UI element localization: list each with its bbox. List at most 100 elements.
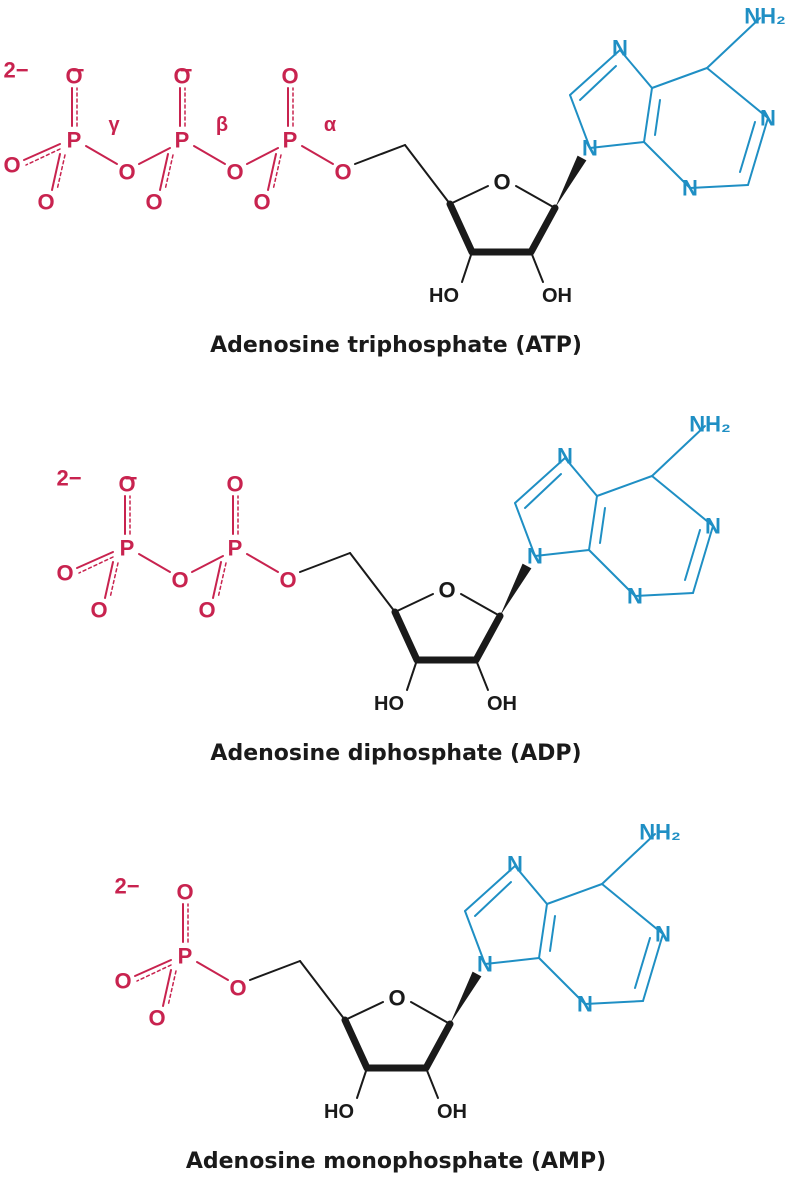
base-double-bond xyxy=(599,507,606,544)
phosphorus-label: P xyxy=(178,944,193,969)
base-bond xyxy=(706,67,769,119)
phosphate-bond xyxy=(301,145,334,165)
charge-label: 2− xyxy=(3,58,28,83)
base-bond xyxy=(747,117,769,186)
phosphate-oxygen-bottom: O xyxy=(145,190,162,215)
phosphate-bond xyxy=(212,561,222,599)
hydroxyl-bond xyxy=(461,251,473,283)
base-bond xyxy=(651,425,706,477)
sugar-bond xyxy=(460,593,501,617)
phosphorus-label: P xyxy=(228,536,243,561)
base-bond xyxy=(538,957,586,1005)
ester-bond xyxy=(249,960,301,981)
base-bond xyxy=(588,549,636,597)
bridging-oxygen-label: O xyxy=(229,976,246,1001)
atp-title: Adenosine triphosphate (ATP) xyxy=(210,333,582,358)
amp-title: Adenosine monophosphate (AMP) xyxy=(186,1149,606,1174)
bridging-oxygen-label: O xyxy=(279,568,296,593)
phosphate-oxygen-bottom: O xyxy=(148,1006,165,1031)
base-bond xyxy=(584,1000,644,1005)
sugar-bond xyxy=(394,593,434,613)
base-bond xyxy=(634,592,694,597)
amine-label: NH₂ xyxy=(744,4,786,29)
phosphate-oxygen-top: O xyxy=(173,64,190,89)
ring-oxygen-label: O xyxy=(438,578,455,603)
phosphate-partial-bond xyxy=(56,154,66,191)
base-bond xyxy=(601,883,664,935)
phosphate-partial-bond xyxy=(109,562,119,599)
phosphate-bond xyxy=(246,553,279,573)
phosphorus-label: P xyxy=(120,536,135,561)
base-double-bond xyxy=(654,99,661,136)
phosphate-partial-bond xyxy=(78,556,114,574)
base-bond xyxy=(538,903,548,959)
sugar-front-bonds xyxy=(446,200,559,256)
nitrogen-n1-label: N xyxy=(655,922,671,947)
hydroxyl-right-label: OH xyxy=(487,693,517,715)
glycosidic-wedge xyxy=(500,563,532,616)
bridging-oxygen-label: O xyxy=(171,568,188,593)
base-bond xyxy=(596,475,653,497)
base-bond xyxy=(601,833,656,885)
nitrogen-n3-label: N xyxy=(627,584,643,609)
sugar-bond xyxy=(515,185,556,209)
phosphate-partial-bond xyxy=(25,148,61,166)
phosphate-bond xyxy=(76,551,114,569)
phosphate-greek-label: α xyxy=(324,114,337,136)
glycosidic-wedge xyxy=(555,155,587,208)
hydroxyl-left-label: HO xyxy=(324,1101,354,1123)
base-double-bond xyxy=(739,121,756,173)
ester-bond xyxy=(246,147,279,165)
phosphate-oxygen-top: O xyxy=(176,880,193,905)
base-double-bond xyxy=(684,529,701,581)
hydroxyl-bond xyxy=(530,251,544,283)
base-bond xyxy=(706,17,761,69)
phosphate-bond xyxy=(138,553,171,573)
phosphate-oxygen-bottom: O xyxy=(37,190,54,215)
hydroxyl-right-label: OH xyxy=(542,285,572,307)
phosphate-bond xyxy=(196,961,229,981)
bridging-oxygen-label: O xyxy=(334,160,351,185)
base-bond xyxy=(464,865,516,912)
nitrogen-n7-label: N xyxy=(557,444,573,469)
phosphate-oxygen-top: O xyxy=(118,472,135,497)
hydroxyl-bond xyxy=(406,659,418,691)
phosphate-oxygen-bottom: O xyxy=(90,598,107,623)
phosphate-partial-bond xyxy=(136,964,172,982)
base-bond xyxy=(651,475,714,527)
nitrogen-n7-label: N xyxy=(507,852,523,877)
ring-oxygen-label: O xyxy=(388,986,405,1011)
base-bond xyxy=(588,495,598,551)
phosphorus-label: P xyxy=(67,128,82,153)
phosphate-bond xyxy=(162,969,172,1007)
hydroxyl-right-label: OH xyxy=(437,1101,467,1123)
base-double-bond xyxy=(634,937,651,989)
sugar-front-bonds xyxy=(341,1016,454,1072)
base-bond xyxy=(546,883,603,905)
ring-oxygen-label: O xyxy=(493,170,510,195)
base-bond xyxy=(514,865,548,905)
sugar-front-bonds xyxy=(391,608,504,664)
phosphate-partial-bond xyxy=(167,970,177,1007)
phosphate-bond xyxy=(193,145,226,165)
base-bond xyxy=(642,933,664,1002)
base-bond xyxy=(514,457,566,504)
phosphate-partial-bond xyxy=(164,154,174,191)
nitrogen-n3-label: N xyxy=(682,176,698,201)
sugar-bond xyxy=(410,1001,451,1025)
phosphate-oxygen-bottom: O xyxy=(198,598,215,623)
nitrogen-n3-label: N xyxy=(577,992,593,1017)
bridging-oxygen-label: O xyxy=(118,160,135,185)
base-double-bond xyxy=(579,65,617,101)
anion-mark: − xyxy=(180,58,193,83)
base-double-bond xyxy=(524,473,562,509)
nitrogen-n9-label: N xyxy=(582,136,598,161)
base-bond xyxy=(569,94,591,149)
glycosidic-wedge xyxy=(450,971,482,1024)
base-bond xyxy=(692,525,714,594)
amine-label: NH₂ xyxy=(689,412,731,437)
hydroxyl-bond xyxy=(356,1067,368,1099)
phosphate-oxygen-top: O xyxy=(226,472,243,497)
